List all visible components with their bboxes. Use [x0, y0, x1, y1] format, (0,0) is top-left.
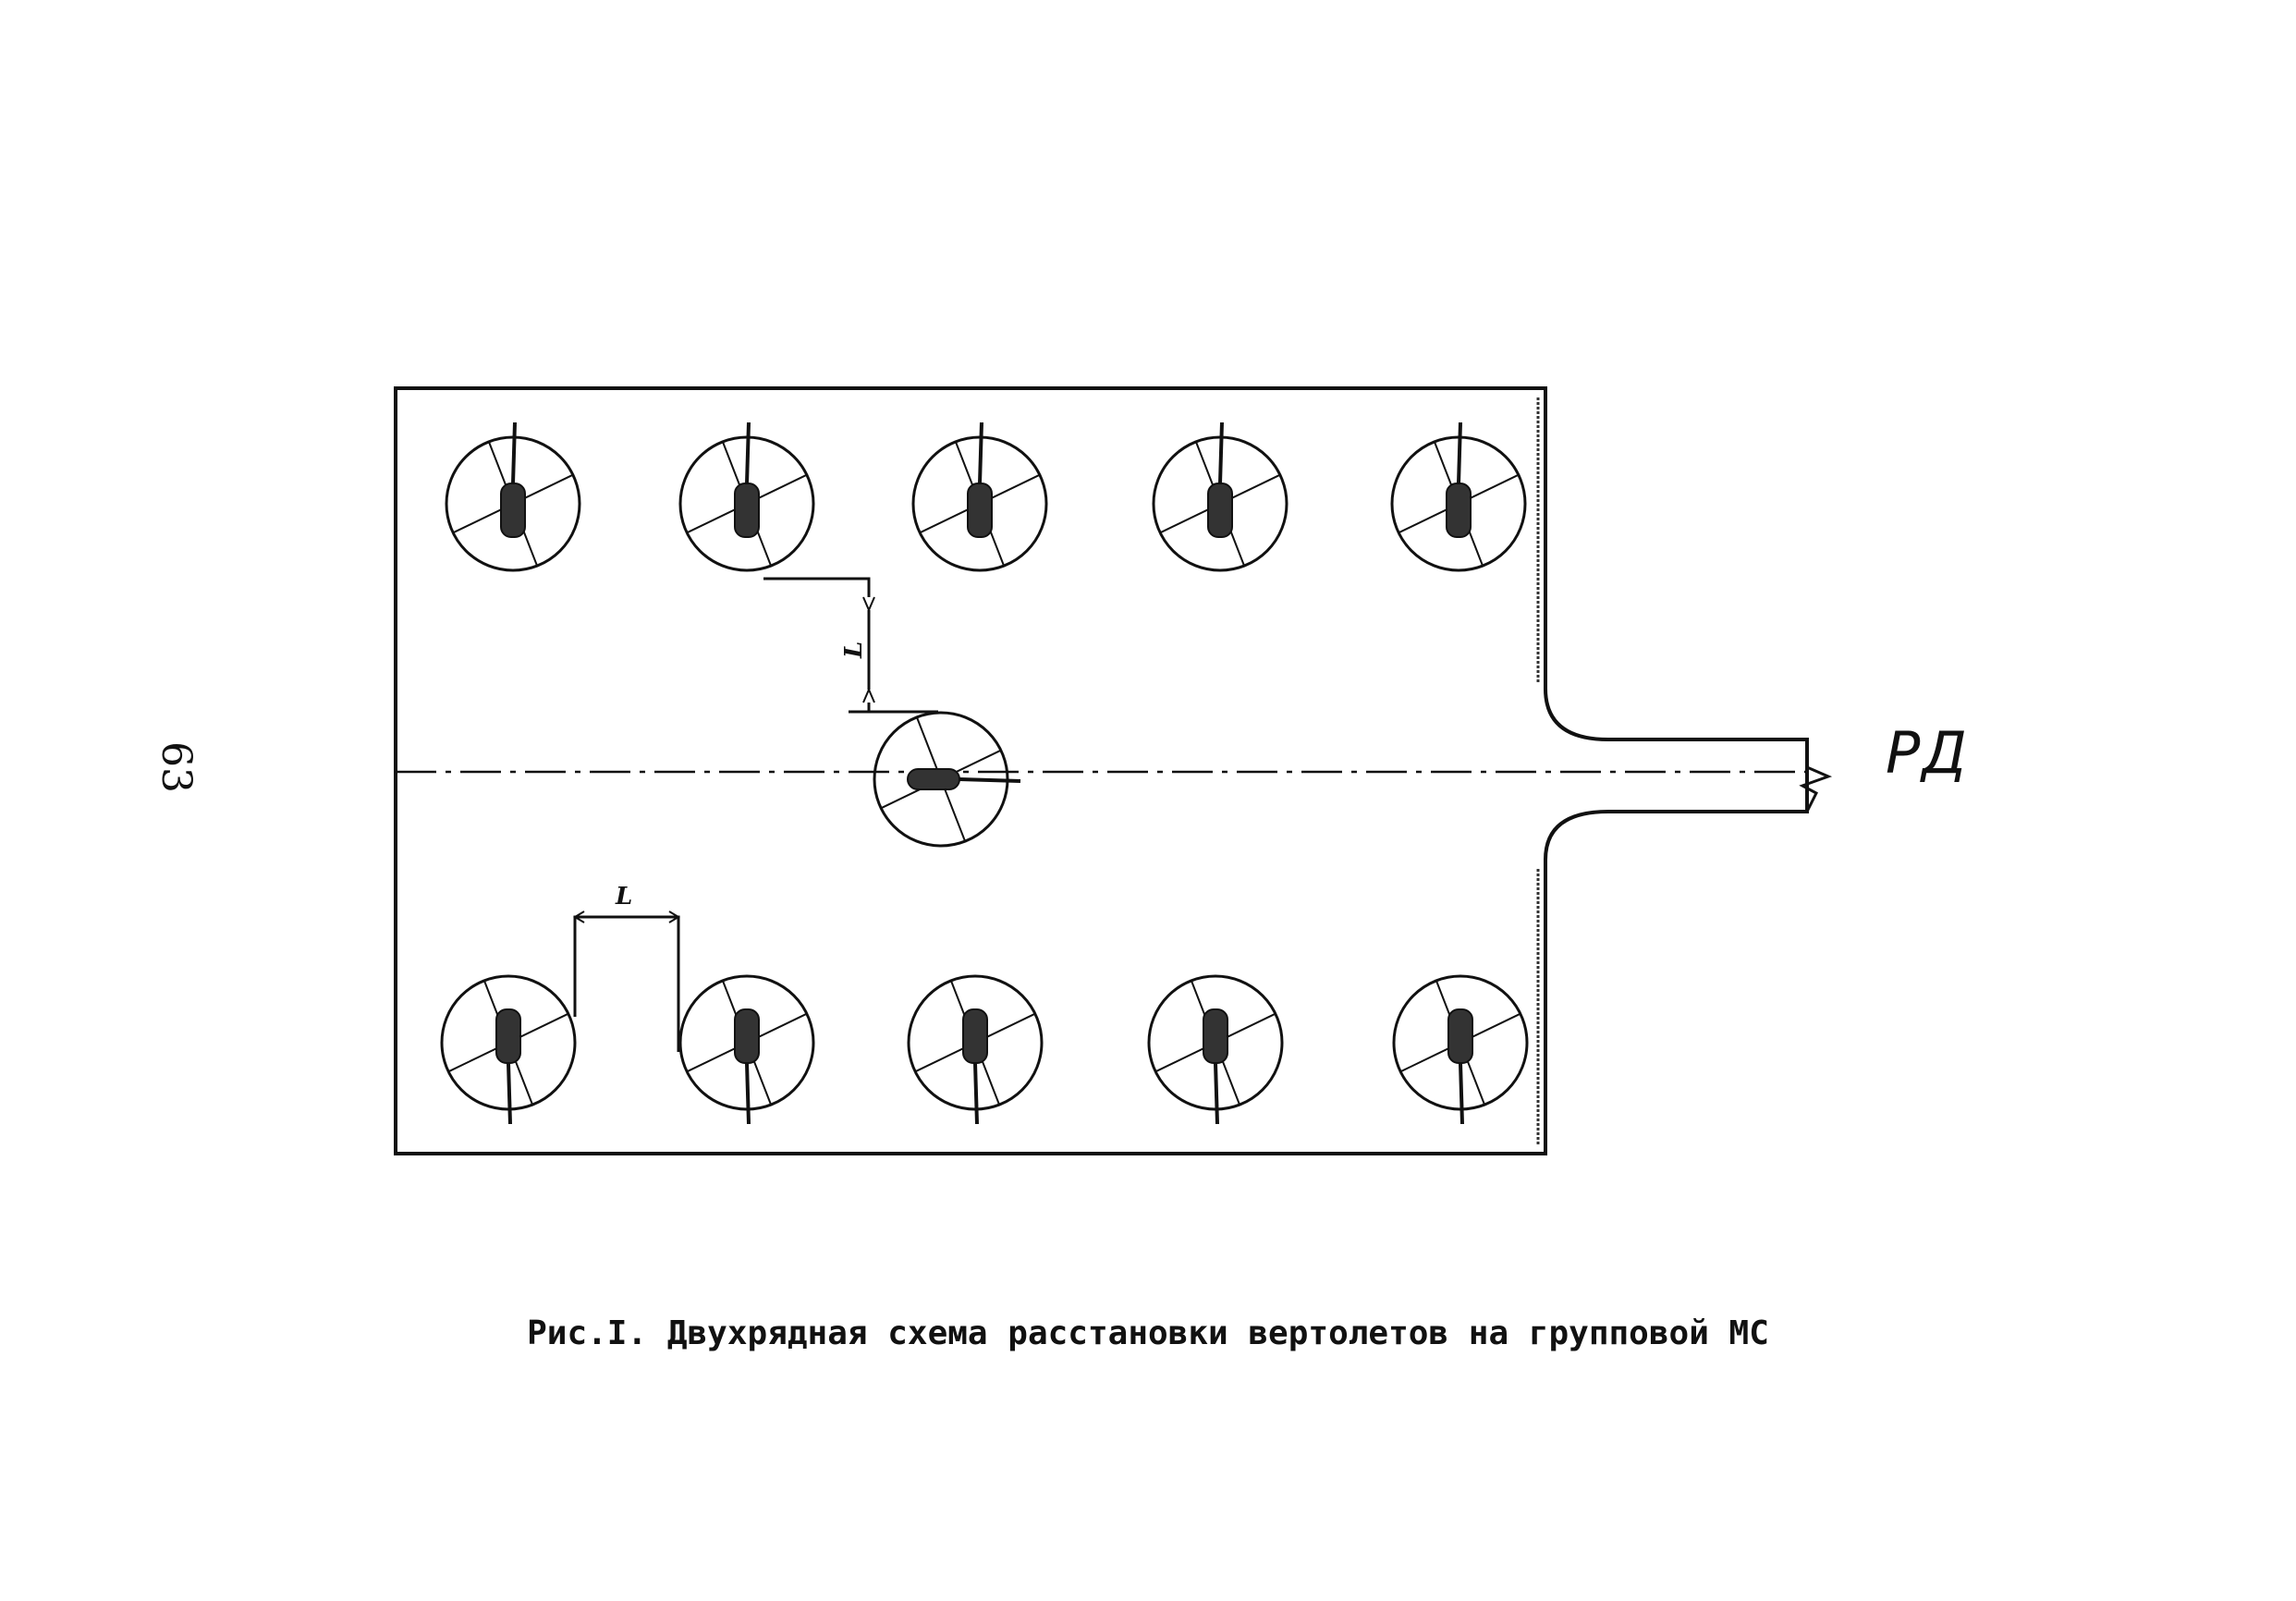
fuselage: [500, 483, 526, 538]
vertical-spacing-dimension: L: [763, 577, 938, 714]
fuselage: [962, 1008, 988, 1064]
fuselage: [1447, 1008, 1473, 1064]
helicopter-top-4: [1152, 422, 1288, 572]
horizontal-spacing-dimension: L: [573, 883, 680, 1052]
break-symbol: [1799, 739, 1833, 813]
helicopter-top-1: [445, 422, 581, 572]
dimension-label-horizontal: L: [615, 883, 632, 910]
helicopter-top-3: [911, 422, 1048, 572]
helicopter-group: [440, 422, 1529, 1125]
helicopter-top-2: [678, 422, 815, 572]
helicopter-top-5: [1390, 422, 1527, 572]
tail-boom: [1457, 422, 1462, 484]
fuselage: [967, 483, 993, 538]
taxiway-label: РД: [1886, 719, 1969, 787]
fuselage: [907, 768, 960, 790]
page-number: 63: [153, 741, 200, 793]
tail-boom: [973, 1062, 979, 1125]
tail-boom: [745, 422, 751, 484]
fuselage: [734, 1008, 760, 1064]
tail-boom: [959, 777, 1021, 783]
fuselage: [1207, 483, 1233, 538]
helicopter-bottom-4: [1147, 974, 1284, 1125]
fuselage: [1203, 1008, 1228, 1064]
helicopter-bottom-5: [1392, 974, 1529, 1125]
helicopter-bottom-1: [440, 974, 577, 1125]
tail-boom: [745, 1062, 751, 1125]
fuselage: [1446, 483, 1472, 538]
dimension-label-vertical: L: [840, 642, 868, 659]
helicopter-bottom-2: [678, 974, 815, 1125]
tail-boom: [978, 422, 983, 484]
figure-caption: Рис.I. Двухрядная схема расстановки верт…: [527, 1314, 1769, 1352]
tail-boom: [1214, 1062, 1219, 1125]
fuselage: [495, 1008, 521, 1064]
tail-boom: [1459, 1062, 1464, 1125]
fuselage: [734, 483, 760, 538]
tail-boom: [507, 1062, 512, 1125]
tail-boom: [511, 422, 517, 484]
tail-boom: [1218, 422, 1224, 484]
helicopter-center: [873, 711, 1021, 848]
helicopter-bottom-3: [907, 974, 1044, 1125]
